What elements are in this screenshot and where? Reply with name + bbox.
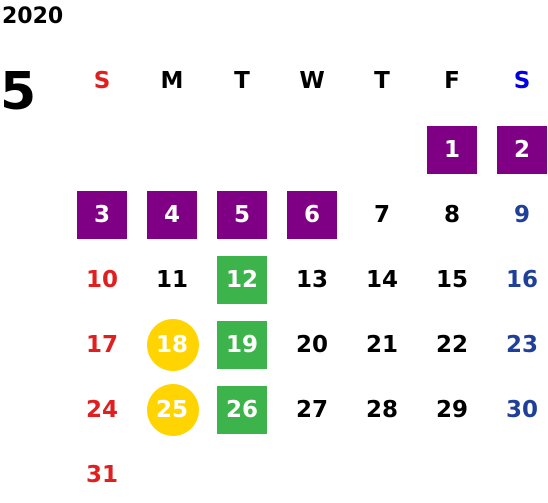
calendar-year: 2020 (2, 4, 64, 29)
day-cell-9[interactable]: 9 (497, 191, 547, 239)
day-number: 31 (85, 462, 118, 488)
day-cell-16[interactable]: 16 (497, 256, 547, 304)
day-number: 4 (163, 202, 180, 228)
day-cell-24[interactable]: 24 (77, 386, 127, 434)
day-number: 27 (295, 397, 328, 423)
day-cell-3[interactable]: 3 (77, 191, 127, 239)
weekday-label: S (513, 68, 531, 94)
calendar-month: 5 (0, 62, 37, 122)
day-cell-7[interactable]: 7 (357, 191, 407, 239)
day-number: 25 (155, 397, 188, 423)
day-number: 5 (233, 202, 250, 228)
day-number: 9 (513, 202, 530, 228)
day-cell-27[interactable]: 27 (287, 386, 337, 434)
weekday-label: M (160, 68, 184, 94)
day-number: 18 (155, 332, 188, 358)
day-number: 16 (505, 267, 538, 293)
day-cell-8[interactable]: 8 (427, 191, 477, 239)
day-number: 2 (513, 137, 530, 163)
weekday-label: S (93, 68, 111, 94)
day-cell-23[interactable]: 23 (497, 321, 547, 369)
day-cell-29[interactable]: 29 (427, 386, 477, 434)
day-cell-11[interactable]: 11 (147, 256, 197, 304)
day-cell-5[interactable]: 5 (217, 191, 267, 239)
day-number: 1 (443, 137, 460, 163)
day-number: 20 (295, 332, 328, 358)
day-cell-15[interactable]: 15 (427, 256, 477, 304)
day-cell-10[interactable]: 10 (77, 256, 127, 304)
day-number: 11 (155, 267, 188, 293)
day-cell-21[interactable]: 21 (357, 321, 407, 369)
day-cell-31[interactable]: 31 (77, 451, 127, 499)
day-number: 22 (435, 332, 468, 358)
day-cell-30[interactable]: 30 (497, 386, 547, 434)
day-cell-1[interactable]: 1 (427, 126, 477, 174)
day-cell-6[interactable]: 6 (287, 191, 337, 239)
day-cell-26[interactable]: 26 (217, 386, 267, 434)
day-number: 19 (225, 332, 258, 358)
day-number: 17 (85, 332, 118, 358)
day-cell-19[interactable]: 19 (217, 321, 267, 369)
day-number: 26 (225, 397, 258, 423)
day-number: 30 (505, 397, 538, 423)
day-cell-17[interactable]: 17 (77, 321, 127, 369)
day-number: 29 (435, 397, 468, 423)
day-number: 21 (365, 332, 398, 358)
day-number: 15 (435, 267, 468, 293)
day-number: 3 (93, 202, 110, 228)
weekday-label: F (444, 68, 460, 94)
day-number: 6 (303, 202, 320, 228)
day-number: 14 (365, 267, 398, 293)
day-cell-18[interactable]: 18 (147, 319, 199, 371)
day-number: 13 (295, 267, 328, 293)
day-cell-22[interactable]: 22 (427, 321, 477, 369)
day-cell-25[interactable]: 25 (147, 384, 199, 436)
weekday-label: W (299, 68, 325, 94)
day-cell-12[interactable]: 12 (217, 256, 267, 304)
day-cell-20[interactable]: 20 (287, 321, 337, 369)
day-cell-4[interactable]: 4 (147, 191, 197, 239)
day-number: 23 (505, 332, 538, 358)
day-cell-2[interactable]: 2 (497, 126, 547, 174)
day-cell-28[interactable]: 28 (357, 386, 407, 434)
day-number: 8 (443, 202, 460, 228)
day-number: 7 (373, 202, 390, 228)
weekday-label: T (234, 68, 250, 94)
day-number: 12 (225, 267, 258, 293)
weekday-label: T (374, 68, 390, 94)
day-number: 24 (85, 397, 118, 423)
day-number: 28 (365, 397, 398, 423)
day-number: 10 (85, 267, 118, 293)
day-cell-13[interactable]: 13 (287, 256, 337, 304)
day-cell-14[interactable]: 14 (357, 256, 407, 304)
